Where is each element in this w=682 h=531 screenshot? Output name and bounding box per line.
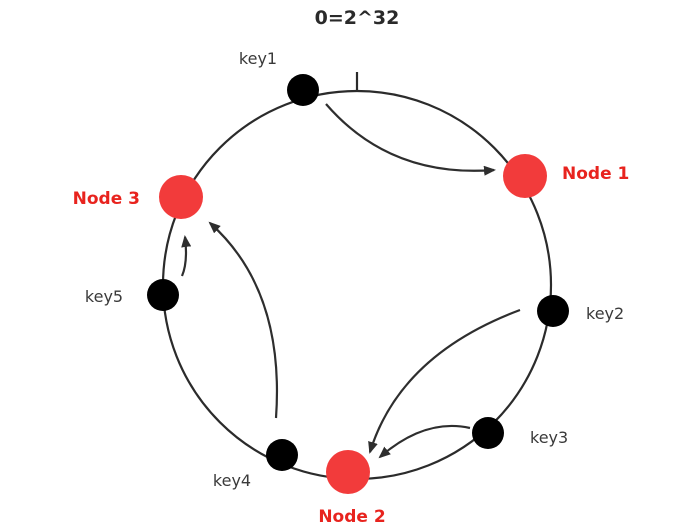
key-4 [266,439,298,471]
key-3-label: key3 [530,428,568,447]
node-2-label: Node 2 [318,507,385,527]
key-4-label: key4 [213,471,251,490]
arrow-key1-to-node1 [325,103,496,176]
key-1 [287,74,319,106]
arrow-key2-to-node2 [368,308,521,454]
key-5-label: key5 [85,287,123,306]
node-1 [503,154,547,198]
key-1-label: key1 [239,49,277,68]
node-1-label: Node 1 [562,164,629,184]
key-5 [147,279,179,311]
node-3-label: Node 3 [73,189,140,209]
key-2 [537,295,569,327]
arrow-key5-to-node3 [180,235,192,277]
node-2 [326,450,370,494]
ring-origin-label: 0=2^32 [315,7,400,29]
key-2-label: key2 [586,304,624,323]
arrow-key4-to-node3 [208,221,279,419]
node-3 [159,175,203,219]
key-3 [472,417,504,449]
arrow-key3-to-node2 [378,424,471,459]
